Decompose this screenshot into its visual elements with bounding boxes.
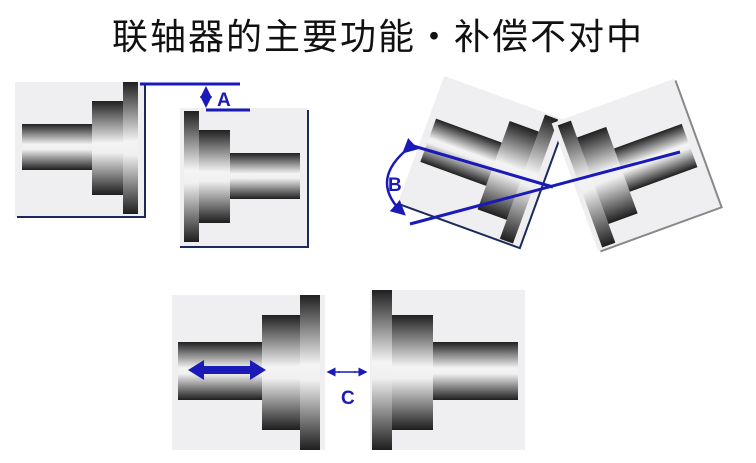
right-flange bbox=[372, 290, 392, 450]
left-coupling-half bbox=[397, 75, 567, 250]
left-shaft bbox=[22, 124, 92, 170]
left-flange bbox=[123, 82, 138, 214]
diagram-parallel-offset: A bbox=[15, 82, 309, 248]
left-hub bbox=[92, 101, 123, 195]
label-a: A bbox=[217, 90, 231, 111]
left-axis-line bbox=[409, 143, 554, 189]
axial-double-arrow bbox=[188, 360, 266, 380]
right-shaft bbox=[230, 153, 300, 199]
page-title: 联轴器的主要功能・补偿不对中 bbox=[111, 17, 644, 58]
angle-arc bbox=[385, 138, 419, 216]
right-coupling-half bbox=[551, 78, 723, 253]
label-c: C bbox=[341, 388, 355, 409]
label-b: B bbox=[388, 175, 402, 196]
right-hub bbox=[199, 130, 230, 223]
right-flange bbox=[184, 111, 199, 242]
left-flange bbox=[300, 295, 320, 450]
right-hub bbox=[392, 315, 433, 430]
right-axis-line bbox=[409, 150, 681, 226]
right-shaft bbox=[433, 342, 518, 400]
left-hub bbox=[262, 315, 300, 430]
diagram-axial-displacement: C bbox=[172, 290, 525, 450]
diagram-angular-misalignment: B bbox=[385, 75, 723, 253]
